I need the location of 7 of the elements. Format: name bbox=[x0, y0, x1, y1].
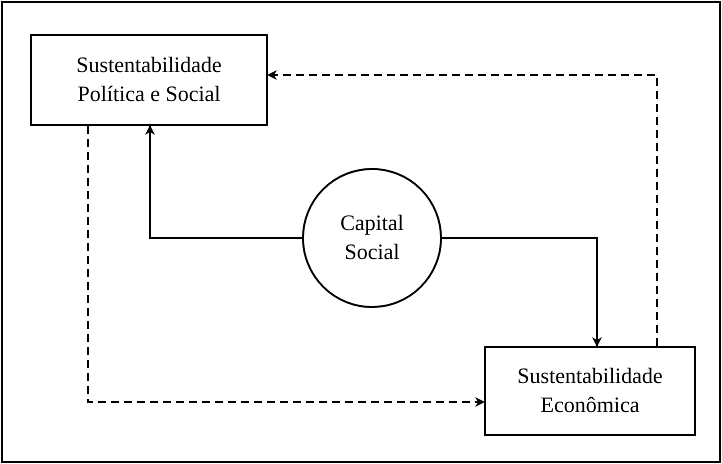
dashed-arrow bbox=[267, 70, 658, 346]
arrow bbox=[145, 125, 302, 239]
dashed-arrow bbox=[87, 126, 485, 407]
process-box: Sustentabilidade Política e Social bbox=[30, 34, 268, 126]
process-box: Sustentabilidade Econômica bbox=[484, 346, 696, 436]
circle-node: Capital Social bbox=[302, 168, 442, 308]
arrow bbox=[442, 237, 602, 347]
